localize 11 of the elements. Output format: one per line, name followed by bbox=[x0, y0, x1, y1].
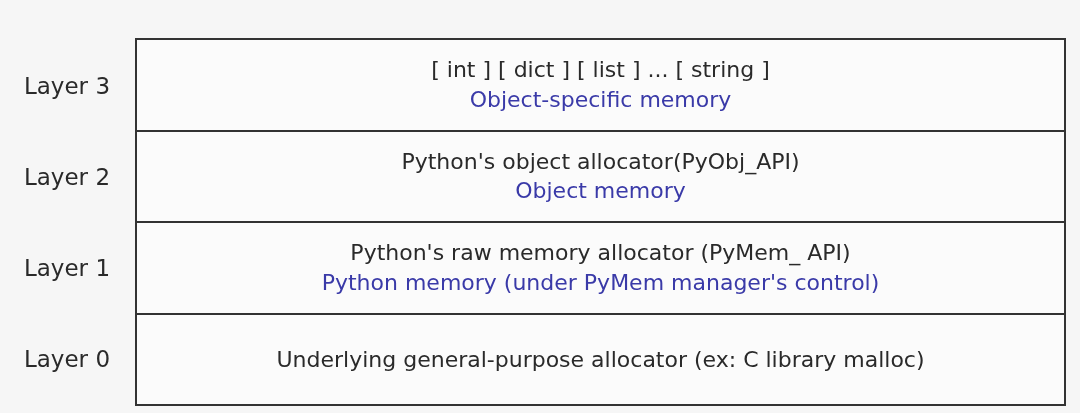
memory-text: Object memory bbox=[515, 177, 686, 205]
allocator-text: [ int ] [ dict ] [ list ] ... [ string ] bbox=[431, 56, 770, 84]
layer-label: Layer 2 bbox=[22, 163, 112, 190]
layer-label: Layer 0 bbox=[22, 345, 112, 372]
layer-label: Layer 3 bbox=[22, 72, 112, 99]
allocator-text: Python's object allocator(PyObj_API) bbox=[401, 147, 800, 176]
allocator-text: Python's raw memory allocator (PyMem_ API) bbox=[350, 239, 851, 267]
memory-text: Object-specific memory bbox=[469, 85, 732, 114]
allocator-text: Underlying general-purpose allocator (ex: C library malloc) bbox=[276, 345, 925, 373]
memory-text: Python memory (under PyMem manager's control) bbox=[321, 268, 880, 297]
layer-label: Layer 1 bbox=[22, 254, 112, 281]
